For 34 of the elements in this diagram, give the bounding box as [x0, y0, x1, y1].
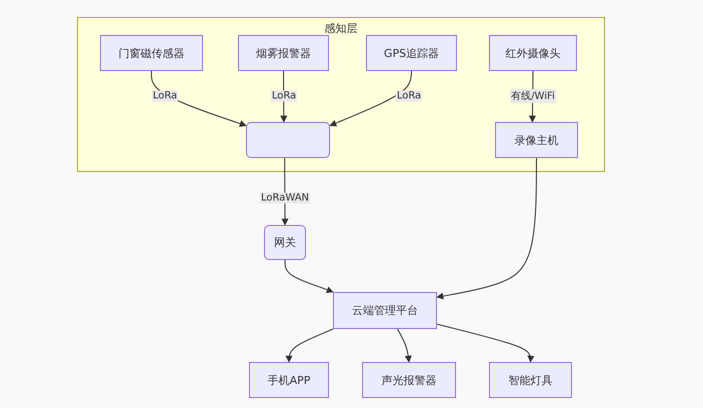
edge-label: LoRa	[396, 90, 422, 102]
node-label: 录像主机	[514, 132, 558, 148]
module-box	[246, 122, 330, 158]
process-box	[249, 362, 329, 398]
process-box	[333, 292, 437, 329]
process-box	[100, 35, 203, 71]
node-label: 红外摄像头	[506, 46, 560, 60]
node-label: 烟雾报警器	[256, 46, 311, 60]
process-box	[362, 362, 456, 398]
process-box	[489, 35, 577, 71]
node-label: 声光报警器	[382, 372, 436, 388]
node-label: 云端管理平台	[352, 303, 418, 318]
arrow	[396, 328, 412, 363]
node-label: 手机APP	[268, 372, 310, 388]
process-box	[238, 35, 329, 71]
node-label: GPS追踪器	[384, 46, 440, 60]
edge-label: LoRa	[152, 90, 178, 102]
group-title: 感知层	[324, 21, 358, 36]
edge-label: 有线/WiFi	[510, 89, 556, 103]
node-label: 门窗磁传感器	[118, 46, 184, 60]
process-box	[366, 35, 457, 71]
arrow	[436, 324, 534, 363]
arrow	[329, 70, 412, 126]
node-label: 网关	[274, 235, 296, 250]
node-label: 智能灯具	[508, 372, 552, 388]
group-panel	[77, 17, 605, 172]
arrow	[436, 158, 537, 300]
arrow	[286, 328, 334, 363]
process-box	[495, 122, 578, 158]
edge-label: LoRaWAN	[260, 192, 310, 204]
process-box	[489, 362, 572, 398]
arrow	[284, 260, 334, 293]
process-box	[264, 225, 306, 260]
edge-label: LoRa	[270, 90, 298, 102]
